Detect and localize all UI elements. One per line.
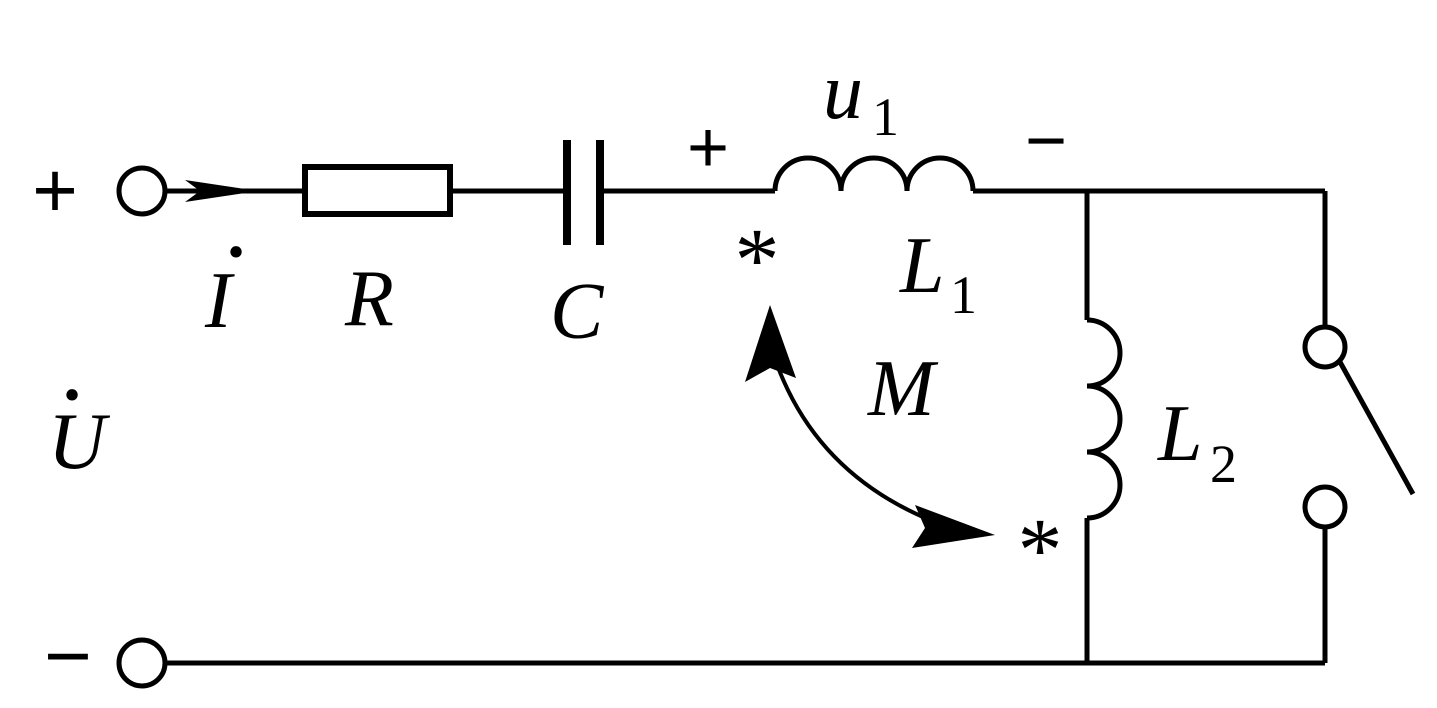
l2-subscript: 2 [1210, 434, 1237, 494]
resistor-label: R [344, 255, 394, 343]
inductor-l1 [772, 155, 976, 192]
resistor [302, 164, 453, 217]
source-minus-sign: − [44, 611, 92, 702]
current-label: I [204, 257, 235, 345]
capacitor-label: C [550, 268, 605, 356]
inductor-l2 [1086, 317, 1123, 521]
source-plus-sign: + [32, 146, 78, 234]
switch-contact-bottom [1302, 484, 1348, 530]
mutual-arrow-head-top [745, 305, 796, 382]
u1-plus-sign: + [687, 108, 729, 188]
bottom-terminal [116, 637, 168, 689]
source-voltage-label: U [48, 398, 111, 486]
switch-contact-top [1302, 324, 1348, 370]
top-terminal [116, 165, 168, 217]
source-voltage-dot: · [60, 357, 83, 434]
mutual-label: M [867, 345, 939, 433]
l1-dot-marker: * [735, 211, 780, 310]
mutual-arrow-head-bottom [912, 505, 995, 548]
current-arrow [185, 180, 258, 202]
current-dot: · [224, 214, 247, 291]
l1-subscript: 1 [950, 265, 977, 325]
l1-label: L [899, 222, 945, 310]
l2-label: L [1157, 390, 1203, 478]
u1-minus-sign: − [1025, 101, 1067, 181]
l2-dot-marker: * [1018, 501, 1063, 600]
switch-blade [1337, 360, 1416, 496]
u1-label: u [823, 48, 863, 136]
mutual-arrow-curve [770, 349, 931, 522]
u1-subscript: 1 [872, 87, 899, 147]
